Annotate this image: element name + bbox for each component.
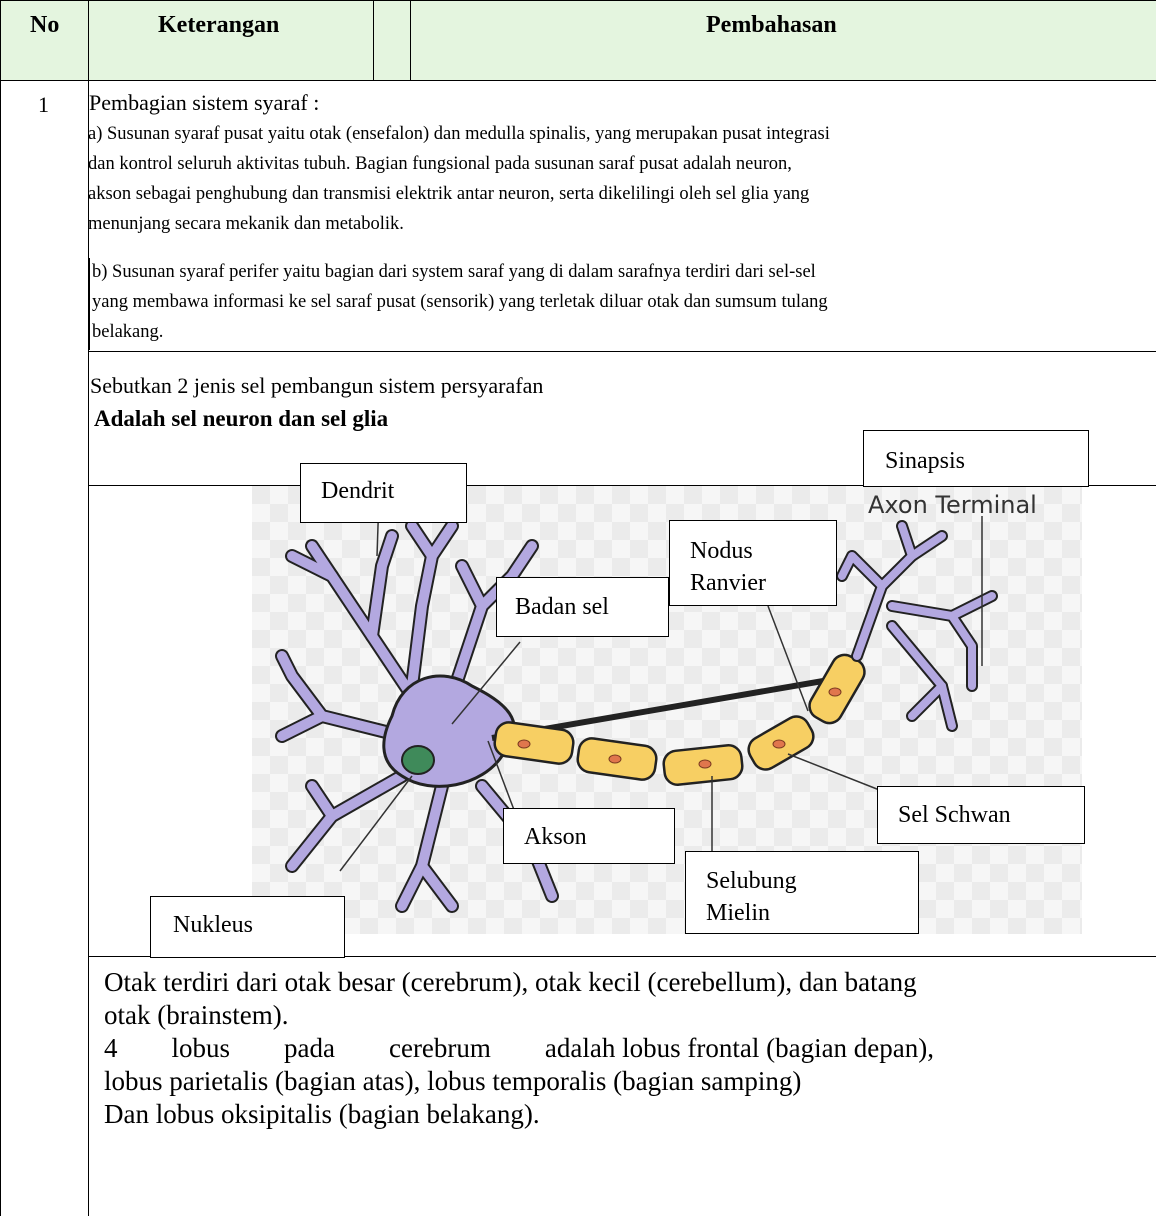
row4-line: lobus parietalis (bagian atas), lobus te…	[104, 1065, 934, 1098]
header-bottom-line	[0, 80, 1156, 81]
label-sel-schwan: Sel Schwan	[877, 786, 1085, 844]
label-nodus-ranvier-text: Nodus Ranvier	[690, 535, 766, 599]
label-badan-sel: Badan sel	[496, 577, 669, 637]
label-mielin-line: Mielin	[706, 897, 797, 929]
label-selubung-line: Selubung	[706, 865, 797, 897]
column-divider-keterangan	[373, 0, 374, 80]
row1-a-line: akson sebagai penghubung dan transmisi e…	[88, 179, 830, 209]
label-ranvier-line: Ranvier	[690, 567, 766, 599]
row2-answer: Adalah sel neuron dan sel glia	[94, 406, 388, 432]
column-divider-pembahasan	[410, 0, 411, 80]
header-keterangan: Keterangan	[158, 12, 279, 39]
row1-b-line: yang membawa informasi ke sel saraf pusa…	[92, 287, 828, 317]
label-nodus-ranvier: Nodus Ranvier	[669, 520, 837, 606]
table-border-top	[0, 0, 1156, 1]
label-akson-text: Akson	[524, 824, 587, 851]
row1-section-b: b) Susunan syaraf perifer yaitu bagian d…	[92, 257, 828, 347]
label-dendrit: Dendrit	[300, 463, 467, 523]
row4-line: otak (brainstem).	[104, 999, 934, 1032]
row1-bottom-line	[88, 351, 1156, 352]
row1-a-line: a) Susunan syaraf pusat yaitu otak (ense…	[88, 119, 830, 149]
row1-section-a: a) Susunan syaraf pusat yaitu otak (ense…	[88, 119, 830, 239]
label-selubung-mielin-text: Selubung Mielin	[706, 865, 797, 929]
label-sinapsis: Sinapsis	[863, 430, 1089, 487]
row4-paragraph: Otak terdiri dari otak besar (cerebrum),…	[104, 966, 934, 1131]
row4-line: Otak terdiri dari otak besar (cerebrum),…	[104, 966, 934, 999]
label-sinapsis-text: Sinapsis	[885, 448, 965, 475]
row1-b-line: b) Susunan syaraf perifer yaitu bagian d…	[92, 257, 828, 287]
row1-a-line: dan kontrol seluruh aktivitas tubuh. Bag…	[88, 149, 830, 179]
label-nukleus: Nukleus	[150, 896, 345, 958]
row2-question: Sebutkan 2 jenis sel pembangun sistem pe…	[90, 373, 543, 399]
nucleus-shape	[402, 746, 434, 774]
row4-line: 4 lobus pada cerebrum adalah lobus front…	[104, 1032, 934, 1065]
label-sel-schwan-text: Sel Schwan	[898, 802, 1011, 829]
table-border-left	[0, 0, 1, 1216]
label-badan-sel-text: Badan sel	[515, 594, 609, 621]
label-nodus-line: Nodus	[690, 535, 766, 567]
header-pembahasan: Pembahasan	[706, 12, 837, 39]
label-dendrit-text: Dendrit	[321, 478, 394, 505]
header-no: No	[30, 12, 59, 39]
axon-terminal-caption: Axon Terminal	[868, 491, 1037, 519]
row1-b-line: belakang.	[92, 317, 828, 347]
row1-a-line: menunjang secara mekanik dan metabolik.	[88, 209, 830, 239]
label-akson: Akson	[503, 808, 675, 864]
neuron-diagram: Axon Terminal	[252, 486, 1082, 934]
row4-line: Dan lobus oksipitalis (bagian belakang).	[104, 1098, 934, 1131]
row1-b-margin-line	[89, 258, 90, 350]
label-selubung-mielin: Selubung Mielin	[685, 851, 919, 934]
row1-number: 1	[38, 92, 49, 118]
label-nukleus-text: Nukleus	[173, 912, 253, 939]
row1-title: Pembagian sistem syaraf :	[89, 90, 319, 116]
